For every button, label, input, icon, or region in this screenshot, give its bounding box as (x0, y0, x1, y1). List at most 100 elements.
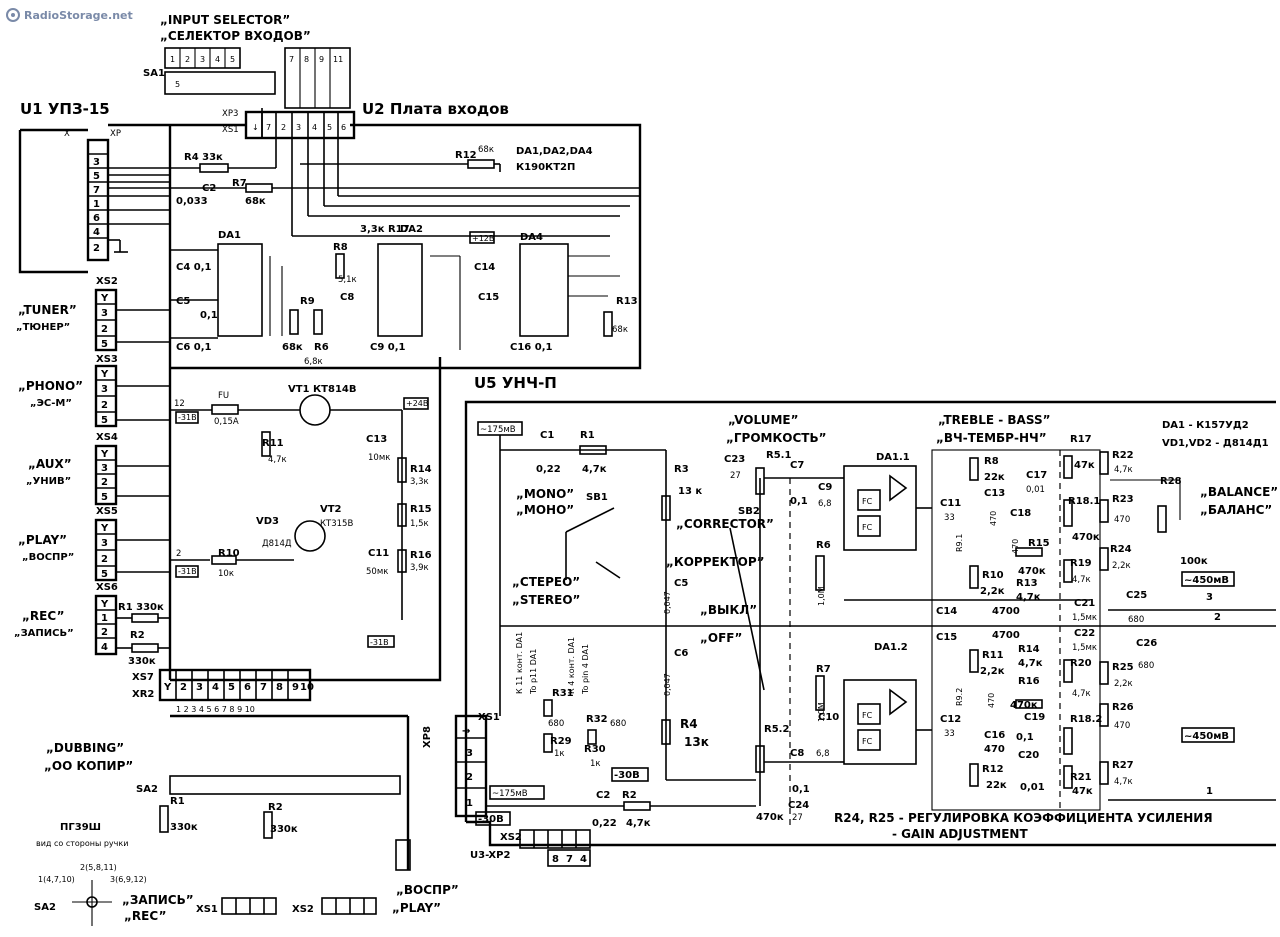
svg-text:R31: R31 (552, 688, 574, 699)
svg-text:C8: C8 (340, 292, 354, 303)
svg-text:XS7: XS7 (132, 672, 154, 683)
svg-text:Д814Д: Д814Д (262, 539, 292, 549)
svg-text:1,5мк: 1,5мк (1072, 613, 1097, 623)
svg-text:680: 680 (1138, 661, 1154, 671)
svg-text:4700: 4700 (992, 606, 1020, 617)
svg-text:0,1: 0,1 (200, 310, 218, 321)
svg-text:330к: 330к (128, 656, 156, 667)
svg-text:R2: R2 (268, 802, 283, 813)
svg-text:3,3к: 3,3к (410, 477, 429, 487)
svg-text:C23: C23 (724, 454, 745, 465)
svg-text:2: 2 (176, 549, 181, 559)
svg-text:4,7к: 4,7к (626, 818, 651, 829)
da4-chip: +12В DA4 C14 C15 C16 0,1 R13 68к (469, 231, 638, 353)
svg-text:R6: R6 (314, 342, 329, 353)
svg-text:2: 2 (101, 324, 108, 335)
u5-frame (464, 400, 1276, 847)
svg-text:R9.2: R9.2 (955, 688, 964, 706)
svg-text:R18.1: R18.1 (1068, 496, 1100, 507)
svg-text:680: 680 (1128, 615, 1144, 625)
svg-text:FC: FC (862, 737, 873, 746)
svg-text:8: 8 (552, 854, 559, 865)
svg-text:470: 470 (1114, 721, 1130, 731)
svg-text:„PLAY”: „PLAY” (392, 901, 441, 915)
svg-text:XR2: XR2 (132, 689, 154, 700)
svg-text:DA1 - К157УД2: DA1 - К157УД2 (1162, 420, 1249, 431)
input-play-en: „PLAY” (18, 533, 67, 547)
dubbing-ru: „ОО КОПИР” (44, 759, 133, 773)
u5-title: U5 УНЧ-П (474, 374, 557, 392)
svg-text:1(4,7,10): 1(4,7,10) (38, 875, 75, 884)
svg-text:33: 33 (944, 729, 955, 739)
svg-text:13 к: 13 к (678, 486, 702, 497)
svg-text:C12: C12 (940, 714, 961, 725)
svg-text:R13: R13 (616, 296, 638, 307)
svg-text:2: 2 (101, 554, 108, 565)
svg-text:0,01: 0,01 (1020, 782, 1045, 793)
svg-text:4,7к: 4,7к (1018, 658, 1043, 669)
svg-text:13к: 13к (684, 735, 709, 749)
svg-text:R1: R1 (170, 796, 185, 807)
svg-text:R14: R14 (1018, 644, 1040, 655)
svg-text:470: 470 (987, 693, 996, 708)
svg-text:C14: C14 (474, 262, 495, 273)
svg-text:3: 3 (101, 384, 108, 395)
svg-text:C17: C17 (1026, 470, 1047, 481)
svg-text:R5.1: R5.1 (766, 450, 791, 461)
svg-text:0,22: 0,22 (536, 464, 561, 475)
svg-text:2: 2 (101, 627, 108, 638)
svg-text:SA2: SA2 (34, 902, 56, 913)
svg-text:R18.2: R18.2 (1070, 714, 1102, 725)
svg-text:0,1: 0,1 (1016, 732, 1034, 743)
svg-text:1: 1 (170, 55, 175, 64)
svg-text:2: 2 (185, 55, 190, 64)
svg-text:C25: C25 (1126, 590, 1147, 601)
svg-text:VT2: VT2 (320, 504, 342, 515)
svg-text:7: 7 (93, 185, 100, 196)
svg-text:R17: R17 (1070, 434, 1092, 445)
svg-text:~450мВ: ~450мВ (1184, 731, 1229, 742)
svg-text:R12: R12 (982, 764, 1004, 775)
svg-text:10к: 10к (218, 569, 234, 579)
svg-text:„CORRECTOR”: „CORRECTOR” (676, 517, 774, 531)
svg-text:VD3: VD3 (256, 516, 279, 527)
svg-text:0,047: 0,047 (663, 591, 672, 614)
svg-text:„МОНО”: „МОНО” (516, 503, 574, 517)
tone-control: „TREBLE - BASS” „ВЧ-ТЕМБР-НЧ” C11 33 R9.… (931, 413, 1102, 811)
svg-text:C26: C26 (1136, 638, 1157, 649)
svg-text:1: 1 (101, 613, 108, 624)
svg-text:↓: ↓ (252, 123, 259, 132)
svg-text:22к: 22к (984, 472, 1005, 483)
gain-note-ru: R24, R25 - РЕГУЛИРОВКА КОЭФФИЦИЕНТА УСИЛ… (834, 811, 1213, 825)
svg-text:R21: R21 (1070, 772, 1092, 783)
svg-text:R23: R23 (1112, 494, 1134, 505)
u2-title: U2 Плата входов (362, 100, 509, 118)
watermark: RadioStorage.net (6, 8, 133, 22)
svg-text:„ВЧ-ТЕМБР-НЧ”: „ВЧ-ТЕМБР-НЧ” (936, 431, 1047, 445)
svg-text:4,7к: 4,7к (582, 464, 607, 475)
svg-text:R30: R30 (584, 744, 606, 755)
svg-text:R13: R13 (1016, 578, 1038, 589)
svg-text:4: 4 (312, 123, 317, 132)
svg-text:-31В: -31В (178, 413, 197, 422)
svg-text:6,8к: 6,8к (304, 357, 323, 367)
svg-text:К 4 конт. DA1: К 4 конт. DA1 (567, 637, 576, 694)
svg-text:XS2: XS2 (500, 832, 522, 843)
svg-text:2,2к: 2,2к (1112, 561, 1131, 571)
svg-text:C13: C13 (984, 488, 1005, 499)
svg-text:„VOLUME”: „VOLUME” (728, 413, 799, 427)
svg-text:C13: C13 (366, 434, 387, 445)
svg-text:27: 27 (792, 813, 803, 823)
svg-text:4,7к: 4,7к (1114, 777, 1133, 787)
svg-text:R7: R7 (232, 178, 247, 189)
svg-text:10мк: 10мк (368, 453, 390, 463)
svg-text:50мк: 50мк (366, 567, 388, 577)
svg-text:3: 3 (101, 538, 108, 549)
svg-text:470к: 470к (1018, 566, 1046, 577)
svg-text:C5: C5 (176, 296, 190, 307)
svg-text:R9.1: R9.1 (955, 534, 964, 552)
svg-text:XS2: XS2 (292, 904, 314, 915)
svg-text:12: 12 (174, 399, 185, 409)
corrector-volume: „VOLUME” „ГРОМКОСТЬ” C23 27 R5.1 R3 13 к… (661, 413, 840, 830)
